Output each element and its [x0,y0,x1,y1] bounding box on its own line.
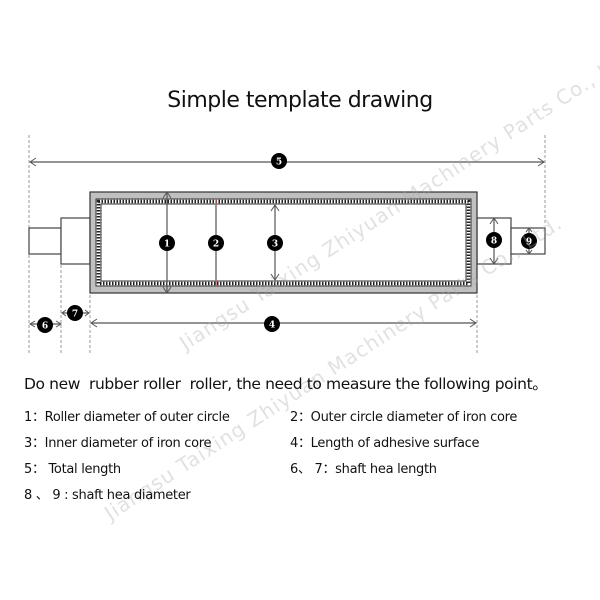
dimension-5-total-length: 5 [29,153,545,169]
marker-2-badge [208,235,224,251]
dimension-9-shaft-diameter: 9 [521,227,537,255]
marker-1-badge [159,235,175,251]
legend-item-8-9: 8 、 9 : shaft hea diameter [24,488,191,503]
dimension-1-outer-diameter: 1 [159,191,175,294]
legend-item-6-7: 6、 7：shaft hea length [290,462,437,477]
dimension-6-shaft-length: 6 [29,317,62,333]
marker-4-label: 4 [269,321,275,331]
marker-9-label: 9 [526,238,532,248]
dimension-2-core-outer-diameter: 2 [208,199,224,286]
left-shaft-inner [60,217,91,265]
dimension-4-adhesive-length: 4 [90,316,477,332]
iron-core-inner [100,203,467,282]
marker-7-label: 7 [72,310,78,320]
marker-9-badge [521,233,537,249]
marker-4-badge [264,316,280,332]
legend-item-1: 1：Roller diameter of outer circle [24,410,230,425]
marker-7-badge [67,305,83,321]
marker-5-badge [271,153,287,169]
left-shaft-outer [28,227,62,255]
dimension-8-shaft-diameter: 8 [486,217,502,265]
marker-3-badge [267,235,283,251]
iron-core-dotted-wall [96,199,471,286]
marker-1-label: 1 [164,240,170,250]
legend-item-4: 4：Length of adhesive surface [290,436,480,451]
drawing-title: Simple template drawing [167,88,433,113]
marker-8-badge [486,232,502,248]
dimension-3-core-inner-diameter: 3 [267,204,283,281]
legend-item-3: 3：Inner diameter of iron core [24,436,212,451]
legend-item-5: 5： Total length [24,462,121,477]
marker-8-label: 8 [491,237,497,247]
marker-3-label: 3 [272,240,278,250]
dimension-7-shaft-length: 7 [61,305,90,321]
measurement-heading: Do new rubber roller roller, the need to… [24,375,548,393]
marker-6-badge [37,317,53,333]
legend-item-2: 2：Outer circle diameter of iron core [290,410,518,425]
marker-6-label: 6 [42,322,48,332]
marker-5-label: 5 [276,158,282,168]
marker-2-label: 2 [213,240,219,250]
